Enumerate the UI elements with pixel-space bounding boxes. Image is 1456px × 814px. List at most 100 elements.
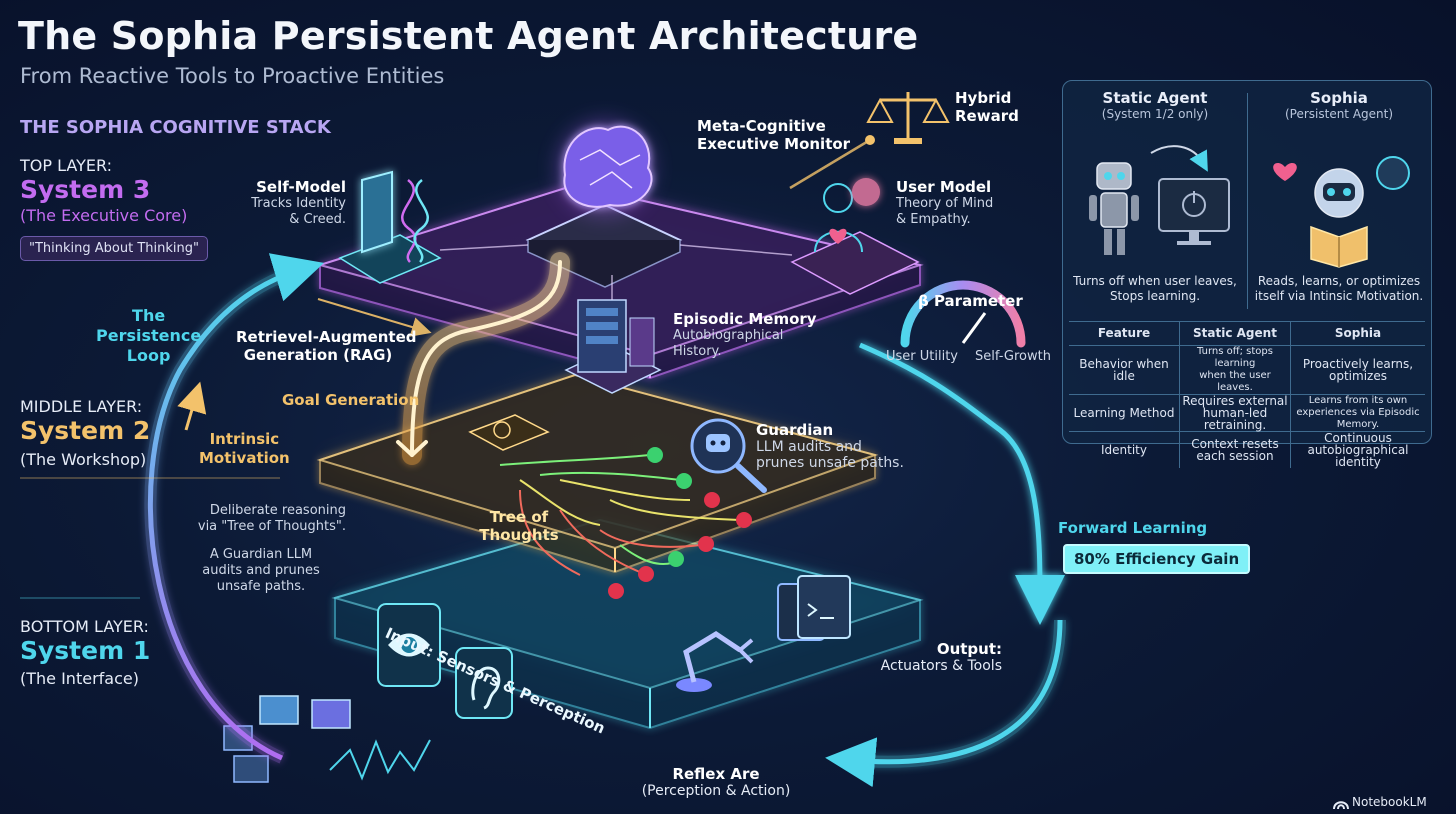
guardian-line2: LLM audits and (756, 439, 862, 455)
table-header-cell: Feature (1069, 321, 1180, 346)
hybrid-reward-line2: Reward (955, 107, 1019, 125)
reasoning-chip-icon (468, 414, 550, 451)
guardian-label: Guardian LLM audits and prunes unsafe pa… (756, 421, 904, 471)
system1-name: System 1 (20, 636, 151, 665)
user-model-line2: & Empathy. (896, 212, 971, 227)
table-header-cell: Sophia (1290, 321, 1425, 346)
static-agent-title: Static Agent (1102, 89, 1208, 107)
rag-line1: Retrievel-Augmented (236, 328, 417, 346)
table-header-cell: Static Agent (1179, 321, 1291, 346)
cell-line: Proactively learns, (1302, 357, 1414, 371)
guardian-line3: prunes unsafe paths. (756, 455, 904, 471)
cell-line: human-led retraining. (1202, 406, 1268, 432)
static-caption: Turns off when user leaves, Stops learni… (1063, 274, 1247, 304)
intrinsic-motivation-line2: Motivation (199, 449, 290, 467)
execution-beam-arrow (396, 440, 428, 457)
panel-divider (1247, 93, 1248, 309)
top-layer-label: TOP LAYER: (20, 156, 112, 175)
rag-label: Retrievel-Augmented Generation (RAG) (236, 328, 417, 364)
reflex-return-arrow (825, 619, 1063, 788)
output-line2: Actuators & Tools (880, 658, 1002, 674)
thinking-quote: "Thinking About Thinking" (20, 236, 208, 261)
sophia-robot-icon (1310, 168, 1368, 268)
page-subtitle: From Reactive Tools to Proactive Entitie… (20, 64, 445, 88)
cell-line: experiences via Episodic Memory. (1296, 407, 1420, 430)
meta-cognitive-line1: Meta-Cognitive (697, 117, 826, 135)
reflex-line2: (Perception & Action) (641, 783, 791, 799)
episodic-memory-line2: History. (673, 344, 722, 359)
tree-of-thoughts-label: Tree of Thoughts (474, 508, 564, 544)
eye-icon (377, 603, 441, 687)
deliberate-line2: via "Tree of Thoughts". (197, 519, 346, 534)
waveform-icon (329, 739, 431, 781)
table-cell-feature: Identity (1069, 431, 1180, 468)
approved-path-icon (647, 447, 692, 567)
dna-icon (401, 179, 429, 263)
beta-self-growth: Self-Growth (975, 349, 1051, 364)
reward-link (789, 138, 871, 190)
table-row: Behavior when idle Turns off; stops lear… (1069, 345, 1425, 395)
episodic-memory-line1: Autobiographical (673, 328, 784, 343)
sophia-header: Sophia (Persistent Agent) (1247, 89, 1431, 121)
ear-icon (455, 647, 513, 719)
table-cell-feature: Behavior when idle (1069, 345, 1180, 395)
tree-of-thoughts-icon (499, 454, 741, 576)
cell-line: Learns from its own (1308, 395, 1408, 406)
guardian-note-line3: unsafe paths. (216, 579, 306, 594)
beta-user-utility: User Utility (886, 349, 959, 364)
monitor-power-icon (1158, 178, 1230, 245)
forward-learning-arrow (859, 342, 1065, 625)
system1-desc: (The Interface) (20, 669, 139, 688)
tree-line1: Tree of (489, 508, 549, 526)
system2-desc: (The Workshop) (20, 450, 147, 469)
sophia-sub: (Persistent Agent) (1284, 107, 1394, 121)
persistence-loop-line1: The (132, 306, 166, 325)
system2-name: System 2 (20, 416, 151, 445)
comparison-table: Feature Static Agent Sophia Behavior whe… (1069, 321, 1425, 468)
static-agent-sub: (System 1/2 only) (1101, 107, 1209, 121)
self-model-title: Self-Model (256, 178, 346, 196)
self-model-line1: Tracks Identity (251, 196, 346, 211)
user-model-label: User Model Theory of Mind & Empathy. (896, 178, 993, 228)
episodic-memory-title: Episodic Memory (673, 310, 817, 328)
pruned-path-icon (608, 492, 752, 599)
person-heart-icon (790, 178, 920, 295)
robot-arm-icon (676, 631, 754, 692)
table-cell-sophia: Proactively learns,optimizes (1290, 345, 1425, 395)
self-model-line2: & Creed. (289, 212, 346, 227)
system3-desc: (The Executive Core) (20, 206, 188, 225)
comparison-panel: Static Agent (System 1/2 only) Sophia (P… (1062, 80, 1432, 468)
stack-heading: THE SOPHIA COGNITIVE STACK (20, 117, 331, 138)
persistence-loop-label: The Persistence Loop (96, 306, 201, 366)
static-caption-line1: Turns off when user leaves, (1073, 274, 1237, 288)
middle-layer-label: MIDDLE LAYER: (20, 397, 143, 416)
sophia-caption-line2: itself via Intinsic Motivation. (1254, 289, 1424, 303)
static-caption-line2: Stops learning. (1109, 289, 1201, 303)
cell-line: autobiographical identity (1307, 443, 1409, 469)
persistence-loop-line3: Loop (126, 346, 171, 365)
rag-link (317, 298, 432, 337)
output-line1: Output: (936, 640, 1002, 658)
static-robot-icon (1089, 162, 1139, 255)
meta-cognitive-line2: Executive Monitor (697, 135, 851, 153)
gauge-icon (900, 280, 1026, 348)
brain-chip-icon (525, 120, 683, 288)
heart-icon (1273, 162, 1297, 181)
terminal-icon (777, 575, 851, 641)
table-header-row: Feature Static Agent Sophia (1069, 321, 1425, 346)
user-model-title: User Model (896, 178, 992, 196)
guardian-note: A Guardian LLM audits and prunes unsafe … (196, 547, 326, 595)
server-icon (564, 299, 662, 394)
deliberate-line1: Deliberate reasoning (209, 503, 346, 518)
sophia-caption: Reads, learns, or optimizes itself via I… (1247, 274, 1431, 304)
persistence-loop-arrow (148, 253, 324, 761)
deliberate-reasoning-note: Deliberate reasoning via "Tree of Though… (186, 503, 346, 535)
guardian-note-line1: A Guardian LLM (209, 547, 313, 562)
self-model-tablet-icon (338, 170, 442, 284)
cell-line: Turns off; stops learning (1197, 346, 1273, 369)
intrinsic-motivation-line1: Intrinsic (209, 430, 280, 448)
